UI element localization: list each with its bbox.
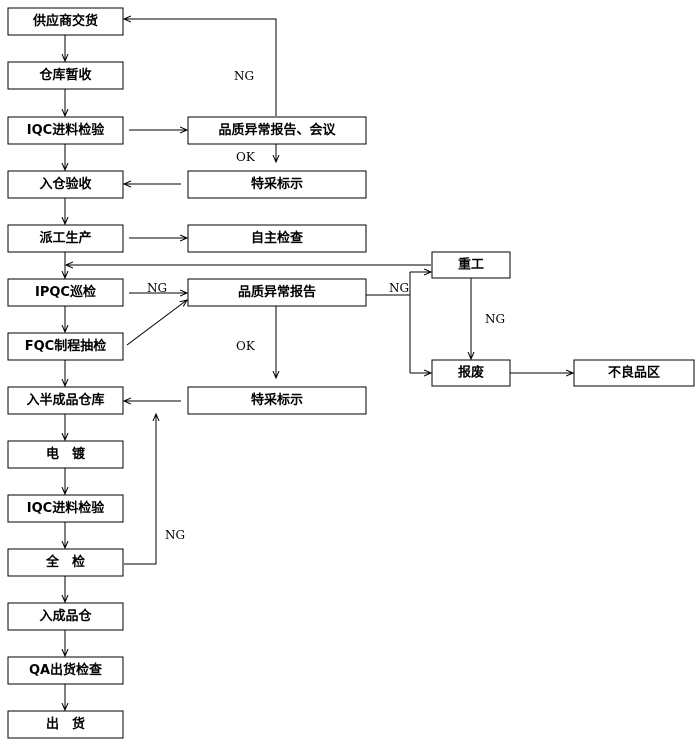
box-full-inspection: 全 检 [7, 548, 124, 577]
arrow-full-inspection-ng [124, 414, 156, 565]
box-quality-report: 品质异常报告 [187, 278, 367, 307]
label-ng-top: NG [234, 69, 254, 83]
box-finished-store: 入成品仓 [7, 602, 124, 631]
box-scrap: 报废 [431, 359, 511, 387]
box-label: 特采标示 [251, 176, 303, 192]
label-ng-report-right: NG [389, 281, 409, 295]
box-defective-area: 不良品区 [573, 359, 695, 387]
box-label: 全 检 [45, 554, 85, 570]
box-label: 入半成品仓库 [26, 392, 104, 408]
arrow-fqc-to-report [126, 300, 187, 346]
box-label: 入仓验收 [39, 176, 92, 192]
box-label: 重工 [458, 257, 484, 273]
box-label: 出 货 [46, 716, 85, 732]
label-ng-rework-scrap: NG [485, 312, 505, 326]
box-iqc-incoming-1: IQC进料检验 [7, 116, 124, 145]
arrow-report-ng-to-supplier [124, 19, 277, 116]
box-label: IQC进料检验 [27, 500, 105, 516]
box-fqc-sampling: FQC制程抽检 [7, 332, 124, 361]
box-label: 派工生产 [39, 230, 91, 246]
box-label: 品质异常报告 [238, 284, 316, 300]
box-label: IQC进料检验 [27, 122, 105, 138]
box-label: 供应商交货 [32, 13, 98, 29]
box-label: 特采标示 [251, 392, 303, 408]
box-special-accept-2: 特采标示 [187, 386, 367, 415]
box-label: 品质异常报告、会议 [218, 122, 336, 138]
box-dispatch-production: 派工生产 [7, 224, 124, 253]
box-warehouse-temp: 仓库暂收 [7, 61, 124, 90]
box-label: IPQC巡检 [35, 284, 96, 300]
label-ok-top: OK [236, 150, 256, 164]
box-label: QA出货检查 [29, 662, 103, 678]
label-ng-ipqc: NG [147, 281, 167, 295]
box-label: 电 镀 [46, 446, 86, 462]
label-ng-full-inspection: NG [165, 528, 185, 542]
box-supplier-delivery: 供应商交货 [7, 7, 124, 36]
box-warehouse-accept: 入仓验收 [7, 170, 124, 199]
box-label: 自主检查 [251, 230, 304, 246]
box-self-inspection: 自主检查 [187, 224, 367, 253]
box-label: 报废 [458, 365, 484, 381]
box-quality-report-meeting: 品质异常报告、会议 [187, 116, 367, 145]
box-label: 入成品仓 [39, 608, 92, 624]
label-ok-mid: OK [236, 339, 256, 353]
box-rework: 重工 [431, 251, 511, 279]
box-iqc-incoming-2: IQC进料检验 [7, 494, 124, 523]
box-shipping: 出 货 [7, 710, 124, 739]
box-plating: 电 镀 [7, 440, 124, 469]
box-ipqc-patrol: IPQC巡检 [7, 278, 124, 307]
box-label: 不良品区 [608, 365, 660, 381]
box-qa-shipping: QA出货检查 [7, 656, 124, 685]
box-semi-finished-store: 入半成品仓库 [7, 386, 124, 415]
box-label: FQC制程抽检 [25, 338, 106, 354]
box-label: 仓库暂收 [38, 67, 92, 83]
box-special-accept-1: 特采标示 [187, 170, 367, 199]
